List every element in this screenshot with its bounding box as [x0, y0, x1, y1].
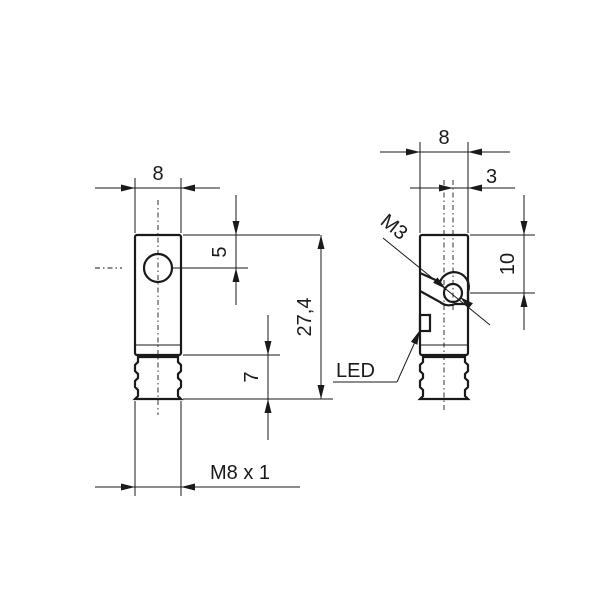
dim-right-screw: M3 — [376, 210, 491, 326]
dim-left-length-label: 27,4 — [294, 298, 316, 337]
dim-left-thread: M8 x 1 — [95, 401, 300, 496]
dim-left-width: 8 — [95, 163, 220, 233]
dim-right-screw-label: M3 — [376, 210, 411, 245]
right-connector — [417, 355, 471, 401]
dim-left-connector-label: 7 — [241, 371, 263, 382]
dim-right-offset: 3 — [410, 166, 515, 192]
dim-right-height-label: 10 — [497, 253, 519, 275]
dim-left-hole: 5 — [172, 195, 320, 305]
led-callout: LED — [333, 330, 420, 383]
dim-right-width-label: 8 — [438, 127, 449, 149]
dim-left-connector: 7 — [183, 315, 280, 440]
led-label: LED — [336, 360, 375, 382]
dim-left-width-label: 8 — [152, 163, 163, 185]
dim-right-offset-label: 3 — [486, 166, 497, 188]
left-sensor-body — [95, 200, 183, 415]
right-view: 8 3 M3 10 LED — [333, 127, 535, 410]
dim-left-thread-label: M8 x 1 — [210, 462, 270, 484]
right-sensor-body — [418, 180, 470, 410]
dim-left-length: 27,4 — [183, 235, 333, 400]
dim-right-height: 10 — [470, 195, 535, 330]
dim-left-hole-label: 5 — [209, 246, 231, 257]
left-connector — [132, 355, 184, 401]
left-view: 8 5 27,4 7 — [95, 163, 333, 496]
